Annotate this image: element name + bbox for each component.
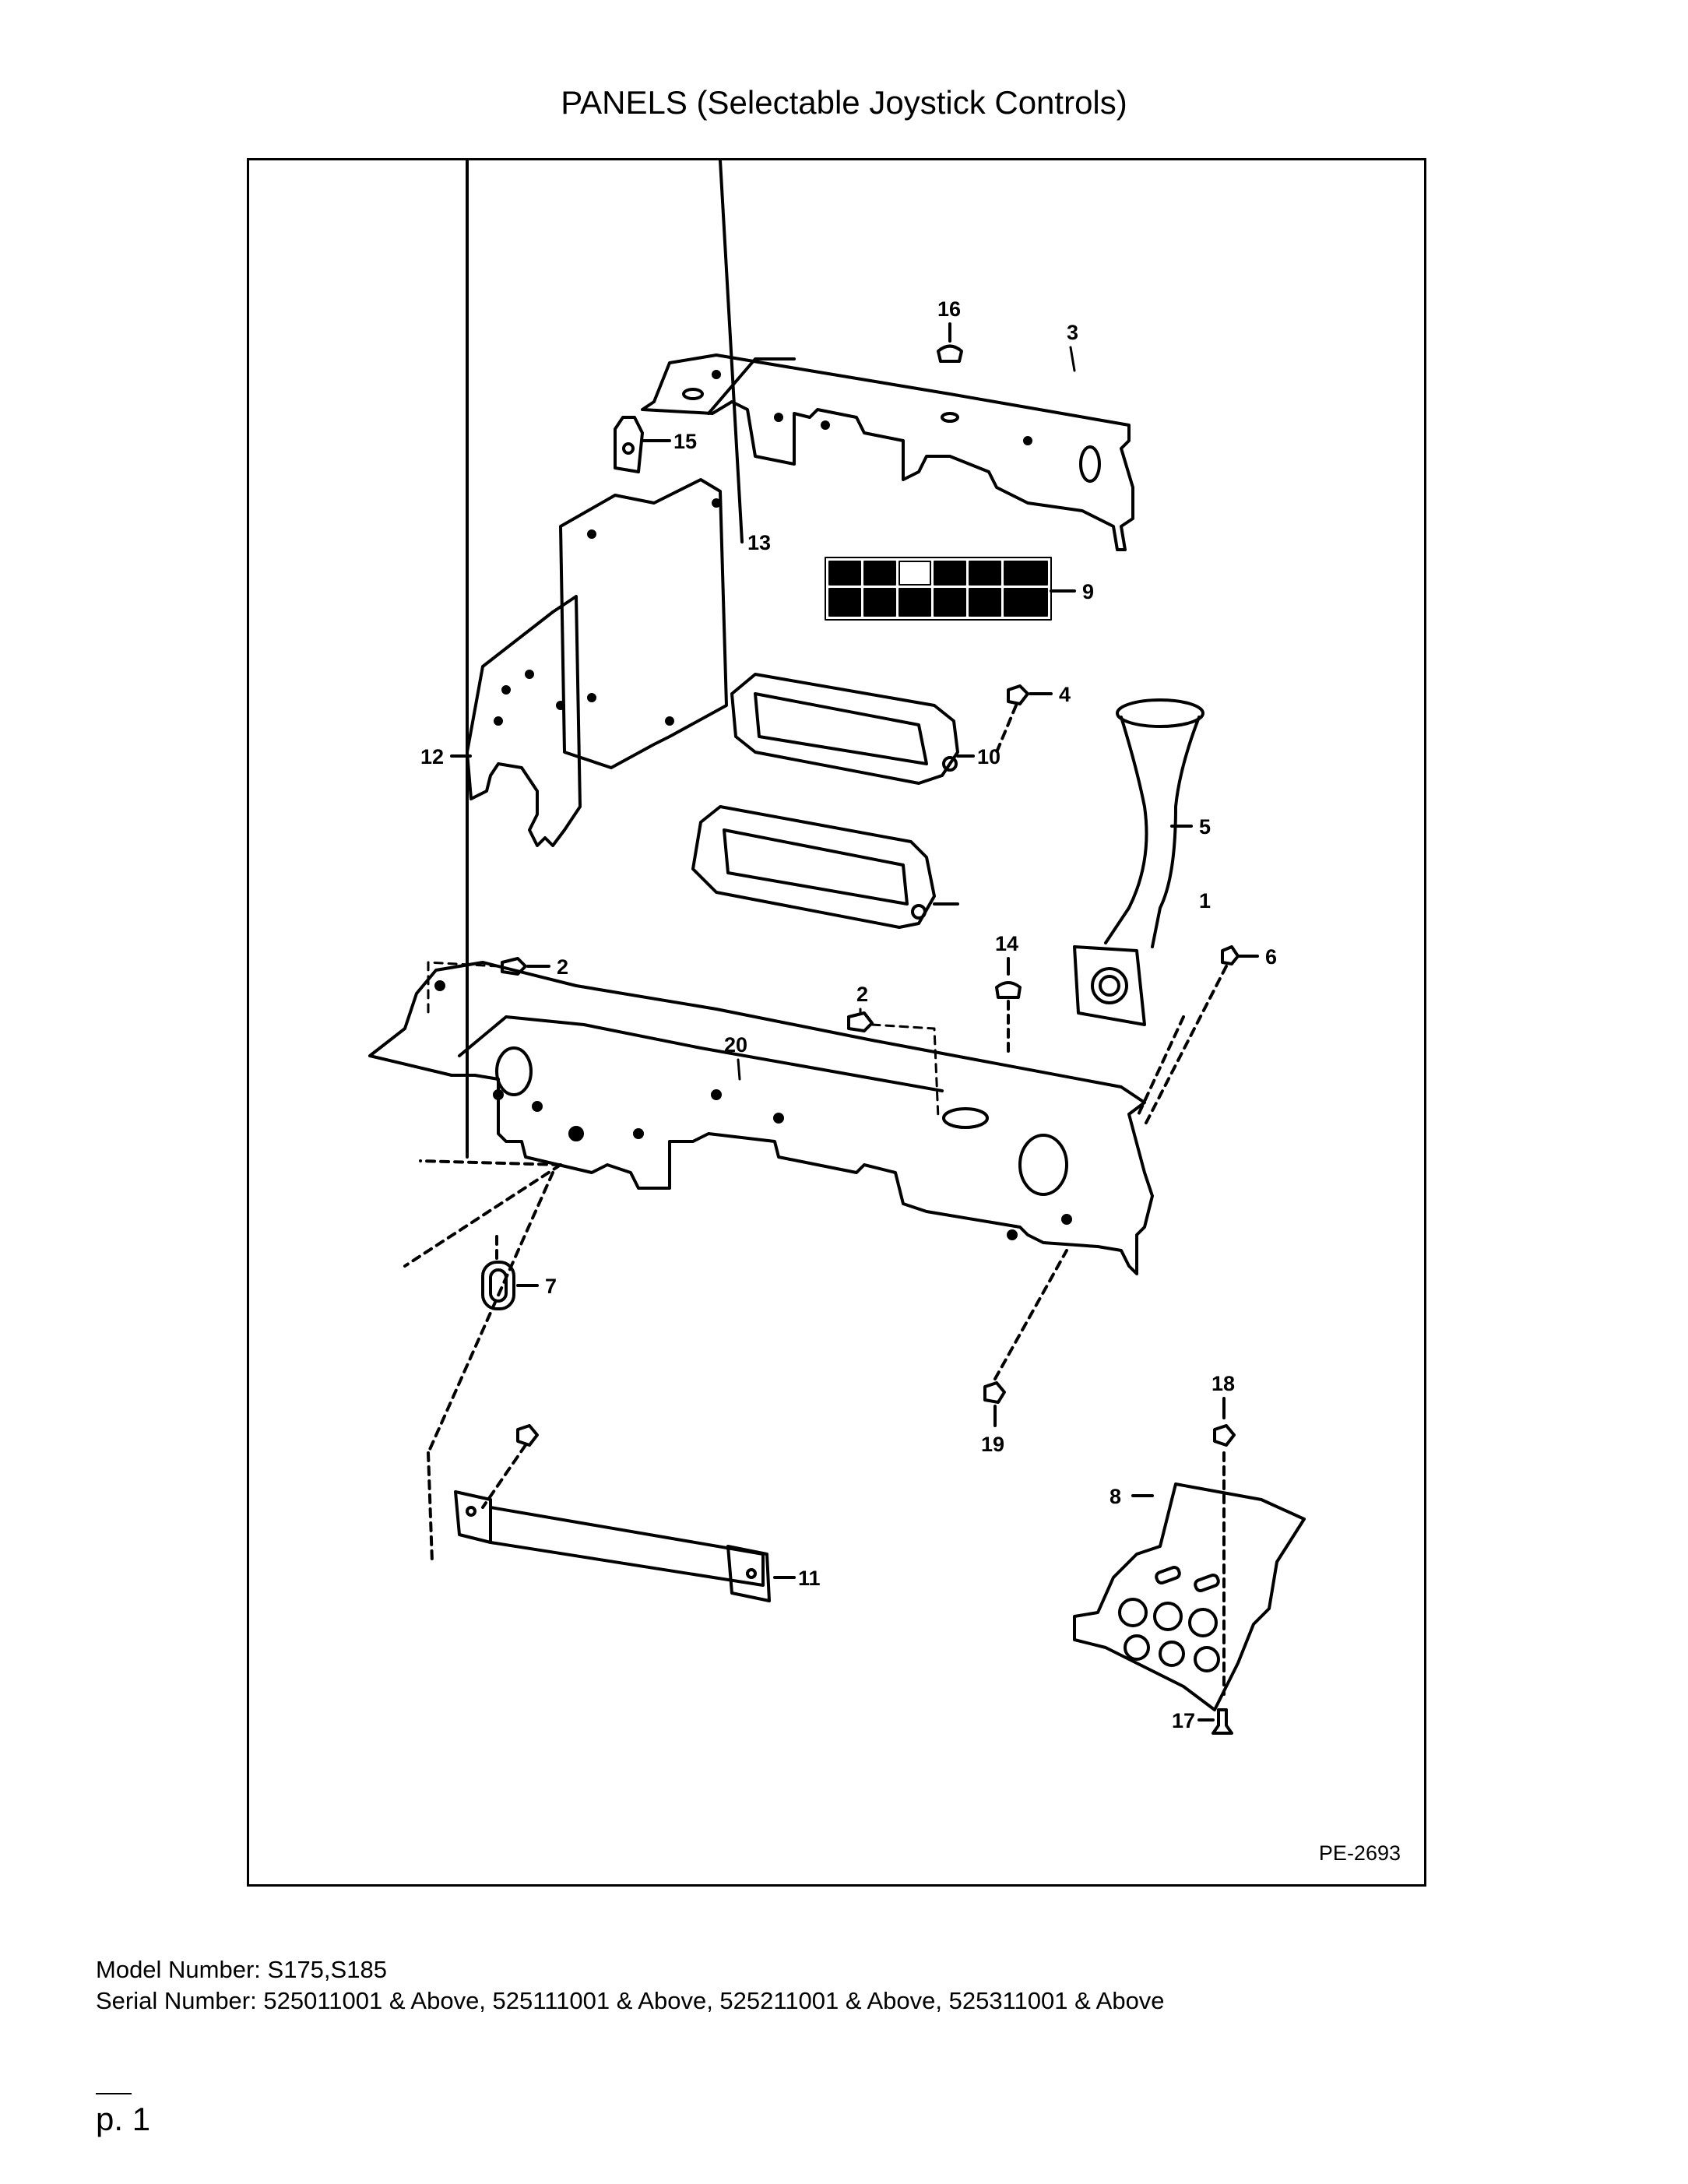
part-1-gasket bbox=[691, 805, 959, 929]
page-number: p. 1 bbox=[96, 2101, 151, 2137]
callout-16: 16 bbox=[937, 297, 961, 321]
part-10-bezel bbox=[730, 673, 975, 785]
model-number: Model Number: S175,S185 bbox=[96, 1956, 387, 1983]
callout-2a: 2 bbox=[557, 955, 568, 979]
part-19-nut bbox=[983, 1249, 1068, 1427]
part-8-console bbox=[1073, 1482, 1306, 1711]
part-2-bolt-b bbox=[847, 1011, 940, 1120]
callout-10: 10 bbox=[977, 745, 1000, 768]
callout-14: 14 bbox=[995, 932, 1018, 955]
serial-number: Serial Number: 525011001 & Above, 525111… bbox=[96, 1987, 1165, 2014]
callout-3: 3 bbox=[1067, 321, 1078, 344]
part-4-bolt bbox=[995, 684, 1053, 754]
part-14-plug bbox=[995, 957, 1022, 1057]
callout-19: 19 bbox=[981, 1433, 1004, 1456]
callout-20: 20 bbox=[724, 1033, 747, 1057]
part-16-plug bbox=[937, 322, 963, 363]
page-title: PANELS (Selectable Joystick Controls) bbox=[561, 84, 1127, 121]
part-3-upper-panel bbox=[641, 353, 1134, 551]
part-12-panel bbox=[450, 595, 582, 847]
part-9-decal bbox=[825, 557, 1076, 621]
callout-2b: 2 bbox=[856, 983, 868, 1006]
leader-lines bbox=[737, 346, 1076, 1081]
part-2-bolt-a bbox=[427, 957, 550, 1015]
callout-6: 6 bbox=[1265, 945, 1277, 969]
callout-7: 7 bbox=[545, 1275, 557, 1298]
part-17-screw bbox=[1197, 1708, 1233, 1735]
part-6-plate bbox=[1073, 945, 1259, 1127]
part-15-bracket bbox=[614, 416, 671, 473]
diagram-frame: 1 2 2 3 4 5 6 7 8 9 10 11 12 13 14 15 16… bbox=[247, 158, 1426, 1887]
callout-18: 18 bbox=[1211, 1372, 1235, 1395]
drawing-id: PE-2693 bbox=[1318, 1841, 1401, 1865]
part-18-nut bbox=[1213, 1397, 1236, 1696]
callout-11: 11 bbox=[798, 1567, 821, 1590]
callout-17: 17 bbox=[1172, 1709, 1195, 1732]
callout-13: 13 bbox=[747, 531, 771, 554]
part-7-grommet bbox=[481, 1233, 539, 1310]
part-13-panel bbox=[559, 160, 744, 769]
callout-4: 4 bbox=[1059, 683, 1071, 706]
parts-diagram: 1 2 2 3 4 5 6 7 8 9 10 11 12 13 14 15 16… bbox=[368, 160, 1306, 1735]
part-5-boot bbox=[1104, 698, 1204, 948]
callout-9: 9 bbox=[1082, 580, 1094, 603]
page-rule bbox=[96, 2093, 132, 2094]
callout-5: 5 bbox=[1199, 815, 1211, 839]
callout-12: 12 bbox=[420, 745, 444, 768]
callout-8: 8 bbox=[1110, 1485, 1121, 1508]
callout-15: 15 bbox=[673, 430, 697, 453]
callout-1: 1 bbox=[1199, 889, 1211, 913]
part-11-bracket bbox=[427, 1171, 796, 1602]
part-20-lower-panel bbox=[368, 160, 1185, 1275]
